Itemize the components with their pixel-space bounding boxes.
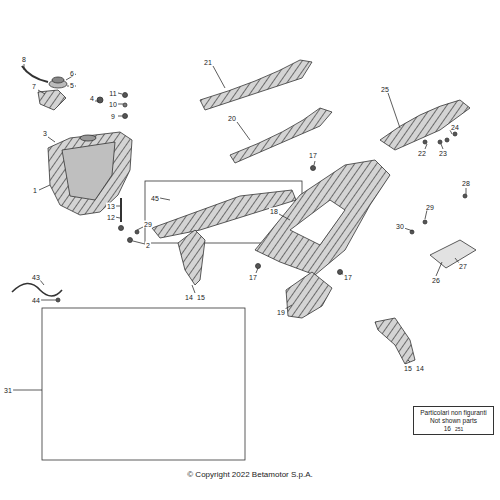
callout-number: 22 <box>417 150 427 157</box>
callout-number: 9 <box>110 113 116 120</box>
tank-flange <box>38 90 66 110</box>
callout-number: 19 <box>276 309 286 316</box>
callout-number: 44 <box>31 297 41 304</box>
callout-number: 4 <box>89 95 95 102</box>
rear-fender <box>380 100 470 150</box>
callout-number: 15 <box>196 294 206 301</box>
callout-number: 17 <box>343 274 353 281</box>
callout-number: 28 <box>461 180 471 187</box>
callout-number: 3 <box>42 130 48 137</box>
unshown-parts-frame <box>42 308 245 460</box>
callout-number: 25 <box>380 86 390 93</box>
fuel-tank <box>48 132 132 215</box>
callout-number: 15 <box>403 365 413 372</box>
callout-number: 1 <box>32 187 38 194</box>
callout-number: 43 <box>31 274 41 281</box>
callout-number: 23 <box>438 150 448 157</box>
note-text: 16 <box>444 425 451 432</box>
right-bracket <box>375 318 415 364</box>
callout-number: 45 <box>150 195 160 202</box>
drain-hose <box>12 283 62 296</box>
seat-cover <box>200 60 312 110</box>
callout-number: 2 <box>145 242 151 249</box>
callout-number: 26 <box>431 277 441 284</box>
callout-number: 11 <box>108 90 117 97</box>
callout-number: 12 <box>106 214 116 221</box>
callout-number: 5 <box>69 82 75 89</box>
note-text: Not shown parts <box>430 417 477 424</box>
callout-number: 6 <box>69 70 75 77</box>
callout-number: 7 <box>31 83 37 90</box>
copyright-text: © Copyright 2022 Betamotor S.p.A. <box>186 471 314 479</box>
callout-number: 17 <box>248 274 258 281</box>
breather-hose <box>22 66 48 82</box>
callout-number: 20 <box>227 115 237 122</box>
callout-number: 18 <box>269 208 279 215</box>
callout-number: 21 <box>203 59 213 66</box>
callout-number: 24 <box>450 124 460 131</box>
number-panel <box>286 272 332 318</box>
callout-number: 30 <box>395 223 405 230</box>
note-box: Particolari non figurantiNot shown parts… <box>413 406 494 435</box>
seat <box>230 108 332 163</box>
side-panel <box>255 160 390 275</box>
left-bracket <box>178 230 205 285</box>
note-text: Particolari non figuranti <box>420 409 486 416</box>
callout-number: 29 <box>143 221 153 228</box>
callout-number: 14 <box>184 294 194 301</box>
note-text: 251 <box>455 426 463 432</box>
callout-number: 10 <box>108 101 118 108</box>
callout-number: 27 <box>458 263 468 270</box>
callout-number: 17 <box>308 152 318 159</box>
callout-number: 13 <box>106 203 116 210</box>
callout-number: 8 <box>21 56 27 63</box>
callout-number: 31 <box>3 387 13 394</box>
callout-number: 14 <box>415 365 425 372</box>
plate-holder <box>430 240 476 268</box>
callout-number: 29 <box>425 204 435 211</box>
